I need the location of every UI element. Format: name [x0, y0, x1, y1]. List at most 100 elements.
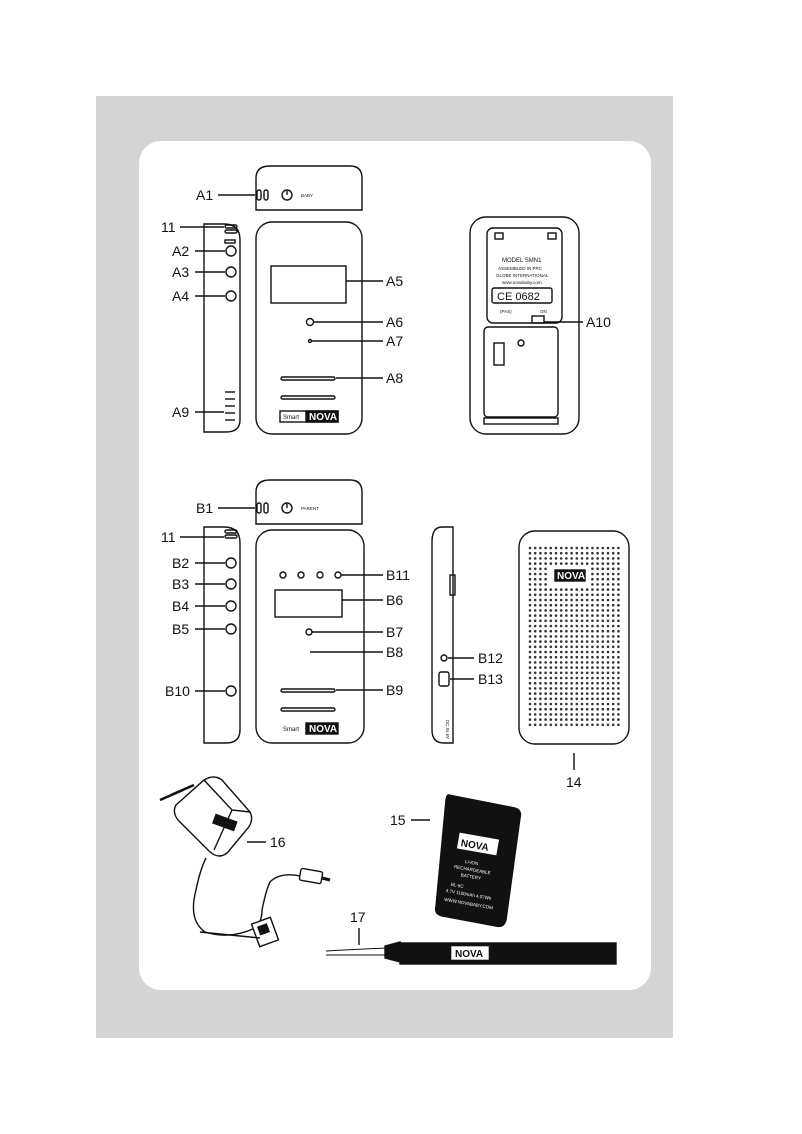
- grille-hole: [591, 588, 594, 591]
- grille-hole: [533, 713, 537, 716]
- grille-hole: [539, 603, 542, 607]
- grille-hole: [596, 635, 599, 638]
- grille-hole: [565, 697, 568, 701]
- grille-hole: [570, 718, 573, 721]
- grille-hole: [533, 650, 537, 654]
- grille-hole: [544, 676, 547, 680]
- grille-hole: [570, 666, 573, 669]
- grille-hole: [533, 577, 537, 581]
- a6-led: [305, 317, 315, 327]
- label-a10: A10: [586, 314, 611, 330]
- grille-hole: [565, 593, 568, 597]
- grille-hole: [591, 645, 594, 649]
- grille-hole: [601, 551, 605, 555]
- grille-hole: [539, 614, 542, 617]
- grille-hole: [585, 640, 589, 643]
- grille-hole: [539, 598, 542, 602]
- grille-hole: [570, 702, 573, 706]
- grille-hole: [539, 687, 542, 690]
- grille-hole: [559, 562, 563, 565]
- grille-hole: [606, 546, 610, 550]
- grille-hole: [544, 557, 547, 560]
- grille-hole: [533, 572, 537, 576]
- grille-hole: [591, 593, 594, 597]
- grille-hole: [554, 687, 558, 690]
- grille-hole: [606, 614, 610, 617]
- back-model: MODEL SMN1: [502, 258, 542, 264]
- grille-hole: [606, 645, 610, 649]
- grille-hole: [559, 603, 563, 607]
- b10-button-icon: [225, 685, 237, 697]
- label-b7: B7: [386, 624, 403, 640]
- label-14: 14: [566, 774, 582, 790]
- grille-hole: [559, 692, 563, 695]
- grille-hole: [549, 603, 553, 607]
- grille-hole: [617, 588, 620, 591]
- grille-hole: [617, 697, 620, 701]
- grille-hole: [606, 567, 610, 571]
- b2-button-icon: [225, 557, 237, 569]
- grille-hole: [565, 614, 568, 617]
- grille-hole: [559, 624, 563, 628]
- grille-hole: [559, 702, 563, 706]
- grille-hole: [559, 666, 563, 669]
- grille-hole: [549, 645, 553, 649]
- grille-hole: [606, 572, 610, 576]
- grille-hole: [533, 640, 537, 643]
- grille-hole: [528, 567, 532, 571]
- grille-hole: [528, 546, 532, 550]
- grille-hole: [601, 645, 605, 649]
- grille-hole: [591, 666, 594, 669]
- grille-hole: [585, 603, 589, 607]
- grille-hole: [544, 681, 547, 685]
- grille-hole: [533, 562, 537, 565]
- grille-hole: [549, 609, 553, 612]
- grille-hole: [528, 697, 532, 701]
- b13-usb-port: [438, 671, 450, 687]
- grille-hole: [611, 629, 615, 633]
- grille-hole: [533, 635, 537, 638]
- grille-hole: [575, 603, 579, 607]
- back-switch-left: (PAS): [500, 309, 512, 314]
- grille-hole: [601, 567, 605, 571]
- grille-hole: [601, 676, 605, 680]
- grille-hole: [549, 546, 553, 550]
- grille-hole: [575, 718, 579, 721]
- label-b11: B11: [386, 567, 410, 583]
- grille-hole: [533, 681, 537, 685]
- battery-compartment: [483, 326, 559, 418]
- grille-hole: [544, 551, 547, 555]
- grille-hole: [585, 681, 589, 685]
- grille-hole: [585, 661, 589, 664]
- grille-hole: [528, 650, 532, 654]
- b3-button-icon: [225, 578, 237, 590]
- grille-hole: [601, 546, 605, 550]
- grille-hole: [559, 713, 563, 716]
- grille-hole: [549, 557, 553, 560]
- a2-button-icon: [225, 245, 237, 257]
- label-a8: A8: [386, 370, 403, 386]
- grille-hole: [611, 619, 615, 623]
- grille-hole: [580, 707, 584, 711]
- grille-hole: [539, 676, 542, 680]
- grille-hole: [611, 655, 615, 659]
- grille-hole: [539, 567, 542, 571]
- grille-hole: [575, 562, 579, 565]
- grille-hole: [606, 603, 610, 607]
- grille-hole: [575, 650, 579, 654]
- grille-hole: [601, 687, 605, 690]
- grille-hole: [585, 707, 589, 711]
- parent-unit-back-view: NOVA: [518, 530, 630, 745]
- grille-hole: [554, 624, 558, 628]
- grille-hole: [539, 681, 542, 685]
- grille-hole: [554, 666, 558, 669]
- grille-hole: [606, 583, 610, 586]
- grille-hole: [601, 598, 605, 602]
- grille-hole: [617, 598, 620, 602]
- label-11b: 11: [161, 529, 176, 545]
- grille-hole: [596, 697, 599, 701]
- grille-hole: [596, 661, 599, 664]
- grille-hole: [575, 645, 579, 649]
- grille-hole: [539, 577, 542, 581]
- label-b10: B10: [165, 683, 190, 699]
